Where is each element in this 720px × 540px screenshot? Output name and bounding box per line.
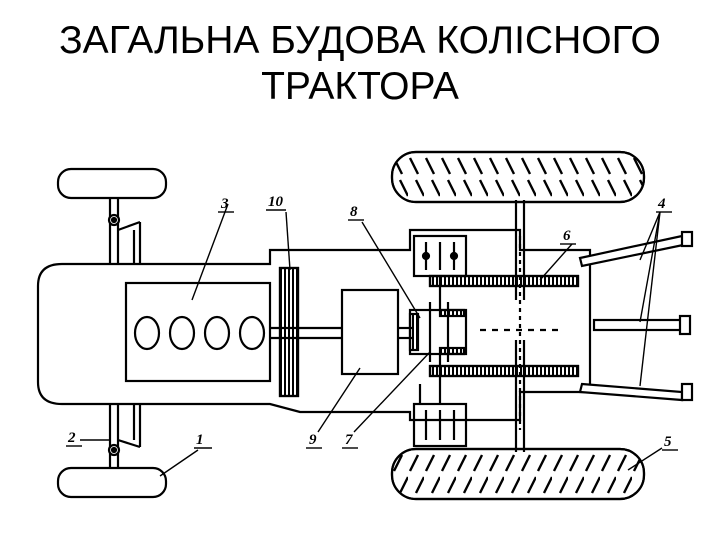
- final-drive-top: [428, 274, 580, 288]
- title-line-2: ТРАКТОРА: [261, 65, 459, 108]
- title-line-1: ЗАГАЛЬНА БУДОВА КОЛІСНОГО: [59, 19, 661, 62]
- gearbox: [340, 288, 400, 376]
- rear-wheel-right: [390, 447, 646, 501]
- callout-9: 9: [309, 432, 317, 448]
- front-wheel-right: [56, 466, 168, 499]
- engine-cylinders: [133, 315, 266, 351]
- callout-10: 10: [268, 194, 284, 210]
- slide-title: ЗАГАЛЬНА БУДОВА КОЛІСНОГО ТРАКТОРА: [0, 18, 720, 110]
- front-wheel-left: [56, 167, 168, 200]
- rear-wheel-left: [390, 150, 646, 204]
- brake-bottom: [412, 354, 468, 448]
- three-point-hitch: [578, 230, 694, 402]
- final-drive-bottom: [428, 364, 580, 378]
- callout-2: 2: [67, 430, 76, 446]
- callout-3: 3: [220, 196, 229, 212]
- steering-linkage-top: [107, 198, 142, 265]
- callout-underlines: [66, 209, 678, 451]
- callout-6: 6: [563, 228, 571, 244]
- callout-8: 8: [350, 204, 358, 220]
- callout-1: 1: [196, 432, 204, 448]
- tractor-frame: [36, 228, 592, 422]
- callout-4: 4: [657, 196, 666, 212]
- flywheel: [278, 266, 300, 398]
- steering-linkage-bottom: [107, 405, 142, 468]
- callout-labels: 1 2 3 4 5 6 7 8 9 10: [67, 194, 672, 450]
- main-gear: [408, 302, 468, 362]
- callout-5: 5: [664, 434, 672, 450]
- callout-7: 7: [345, 432, 353, 448]
- rear-axle: [480, 200, 560, 452]
